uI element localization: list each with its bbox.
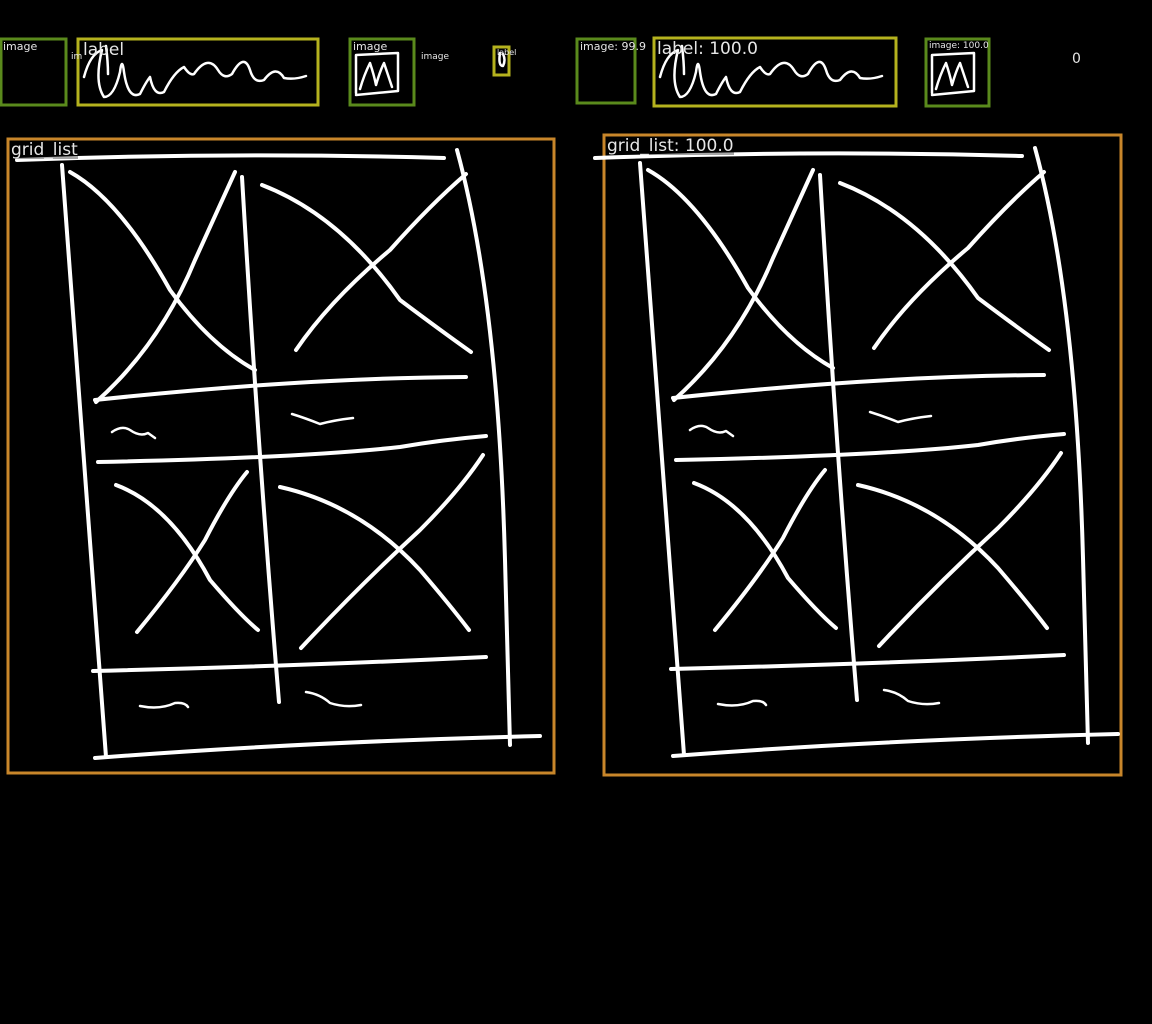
right-grid-list-box [602,133,1123,777]
right-image-box-1 [575,37,637,105]
left-label-sketch-small [498,51,506,68]
left-image-tag-2: image [353,40,388,53]
left-grid-sketch [15,148,542,760]
right-image-box-2 [924,37,991,108]
left-image-tag-1: image [3,40,38,53]
left-image-sub-tag: im [71,52,83,62]
left-label-box-1 [76,37,320,107]
left-label-box-2 [492,45,511,77]
left-image-sketch [354,51,400,97]
right-grid-sketch [593,146,1120,758]
left-image-box-1 [0,37,68,107]
right-grid-list-tag: grid_list: 100.0 [607,136,734,156]
right-label-box-1 [652,36,898,108]
right-label-tag-1: label: 100.0 [657,39,758,59]
right-image-tag-1: image: 99.9 [580,40,646,53]
right-label-tag-2: 0 [1072,51,1081,67]
left-grid-list-tag: grid_list [11,140,78,160]
right-image-sketch [930,51,976,97]
right-image-tag-2: image: 100.0 [929,41,989,51]
left-label-tag-2: label [497,48,517,57]
left-grid-list-box [6,137,556,775]
left-label-tag-1: label [83,40,125,60]
left-image-box-2 [348,37,416,107]
left-image-tag-3: image [421,52,450,62]
